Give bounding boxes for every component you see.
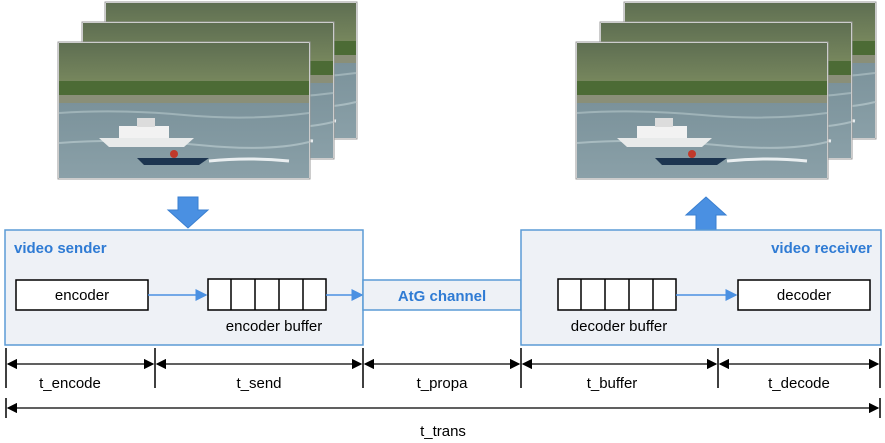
channel-label: AtG channel bbox=[398, 288, 486, 305]
down-arrow-icon bbox=[166, 196, 210, 229]
up-arrow-icon bbox=[684, 196, 728, 231]
sender-video-frames bbox=[57, 1, 358, 180]
decoder-label: decoder bbox=[777, 287, 831, 304]
decoder-buffer-label: decoder buffer bbox=[571, 318, 667, 335]
segment-label-send: t_send bbox=[236, 375, 281, 392]
channel-box bbox=[362, 279, 522, 311]
segment-label-encode: t_encode bbox=[39, 375, 101, 392]
decoder-buffer bbox=[557, 278, 677, 311]
encoder-box bbox=[15, 279, 149, 311]
encoder-buffer bbox=[207, 278, 327, 311]
total-label-trans: t_trans bbox=[420, 423, 466, 440]
segment-label-decode: t_decode bbox=[768, 375, 830, 392]
segment-label-buffer: t_buffer bbox=[587, 375, 638, 392]
receiver-video-frames bbox=[575, 1, 877, 180]
encoder-buffer-label: encoder buffer bbox=[226, 318, 322, 335]
decoder-box bbox=[737, 279, 871, 311]
receiver-title: video receiver bbox=[771, 240, 872, 257]
timeline-ticks bbox=[5, 348, 881, 418]
encoder-label: encoder bbox=[55, 287, 109, 304]
sender-title: video sender bbox=[14, 240, 107, 257]
segment-label-propa: t_propa bbox=[417, 375, 469, 392]
timeline-segment-arrows bbox=[6, 358, 880, 414]
